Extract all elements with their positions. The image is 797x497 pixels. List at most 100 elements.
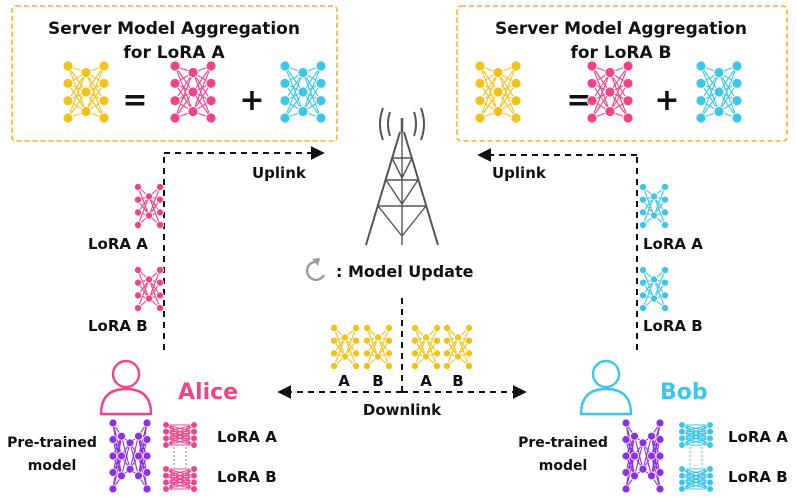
network-node — [510, 95, 522, 107]
server-aggregation-a: Server Model Aggregation for LoRA A = + — [11, 5, 338, 142]
network-node — [340, 352, 349, 361]
network-node — [678, 478, 686, 487]
network-node — [586, 60, 598, 72]
network-icon-cyan — [695, 60, 743, 124]
network-edge — [591, 72, 611, 101]
uplink-right-label: Uplink — [492, 164, 547, 182]
network-node — [155, 208, 164, 217]
network-node — [622, 95, 634, 107]
bob-name: Bob — [660, 380, 708, 405]
network-edge — [718, 72, 738, 119]
bob-local-lora-b-label: LoRA B — [728, 468, 788, 486]
network-node — [108, 468, 118, 477]
network-node — [639, 265, 648, 274]
network-node — [586, 95, 598, 107]
network-node — [655, 484, 665, 494]
network-edge — [681, 431, 711, 446]
network-node — [678, 471, 686, 480]
network-node — [474, 112, 486, 124]
network-node — [162, 427, 170, 436]
network-node — [80, 67, 92, 78]
network-node — [630, 471, 639, 481]
network-edge — [148, 196, 161, 226]
network-edge — [112, 422, 123, 476]
network-edge — [137, 279, 150, 309]
network-node — [190, 427, 198, 436]
network-node — [190, 471, 198, 480]
network-edge — [497, 65, 517, 112]
network-node — [453, 333, 462, 342]
network-node — [329, 336, 338, 345]
network-node — [384, 323, 393, 332]
uplink-right: Uplink — [477, 148, 638, 350]
network-edge — [377, 337, 390, 367]
network-node — [706, 485, 714, 493]
network-edge — [681, 468, 711, 477]
network-edge — [344, 327, 357, 357]
network-node — [442, 336, 451, 345]
network-node — [639, 303, 648, 312]
network-edge — [609, 72, 629, 101]
network-edge — [137, 422, 148, 476]
network-edge — [653, 186, 666, 216]
network-node — [410, 336, 419, 345]
equals-sign: = — [122, 83, 147, 118]
network-node — [190, 465, 198, 473]
network-node — [315, 112, 327, 124]
network-node — [187, 106, 199, 117]
network-node — [650, 211, 659, 220]
network-node — [639, 278, 648, 287]
network-node — [630, 451, 639, 461]
model-update-legend: : Model Update — [305, 258, 474, 281]
network-node — [362, 349, 371, 358]
network-edge — [414, 327, 427, 357]
network-node — [362, 323, 371, 332]
bob-uplink-lora-a-label: LoRA A — [643, 235, 703, 253]
network-node — [133, 265, 142, 274]
network-node — [639, 182, 648, 191]
network-node — [62, 77, 74, 89]
alice-local-lora-b-label: LoRA B — [217, 468, 277, 486]
network-edge — [366, 327, 379, 357]
network-node — [706, 478, 714, 487]
network-node — [706, 427, 714, 436]
downlink-label-b: B — [372, 372, 383, 390]
network-node — [297, 106, 309, 117]
network-edge — [642, 436, 653, 470]
network-node — [133, 182, 142, 191]
network-node — [351, 323, 360, 332]
network-node — [695, 95, 707, 107]
network-icon-cyan — [279, 60, 327, 124]
network-node — [586, 112, 598, 124]
network-node — [169, 112, 181, 124]
cell-tower-icon — [365, 107, 439, 246]
network-node — [351, 361, 360, 370]
network-edge — [653, 196, 666, 226]
network-node — [638, 438, 648, 448]
network-node — [706, 441, 714, 449]
downlink-model-icon — [442, 323, 473, 370]
network-node — [134, 451, 143, 461]
network-edge — [446, 337, 459, 367]
network-node — [655, 451, 665, 461]
network-node — [432, 349, 441, 358]
network-edge — [642, 196, 655, 226]
bob-local-lora-b-icon — [678, 465, 714, 493]
network-node — [731, 77, 743, 89]
network-edge — [302, 72, 322, 101]
network-node — [162, 478, 170, 487]
network-node — [162, 421, 170, 429]
network-node — [62, 112, 74, 124]
network-edge — [642, 186, 655, 216]
network-edge — [137, 186, 150, 216]
network-node — [108, 435, 118, 444]
network-edge — [174, 72, 194, 119]
network-node — [622, 112, 634, 124]
network-node — [604, 106, 616, 117]
network-edge — [284, 65, 304, 112]
network-node — [297, 67, 309, 78]
network-edge — [625, 422, 636, 476]
network-edge — [165, 468, 195, 490]
network-node — [144, 294, 153, 303]
network-node — [678, 485, 686, 493]
